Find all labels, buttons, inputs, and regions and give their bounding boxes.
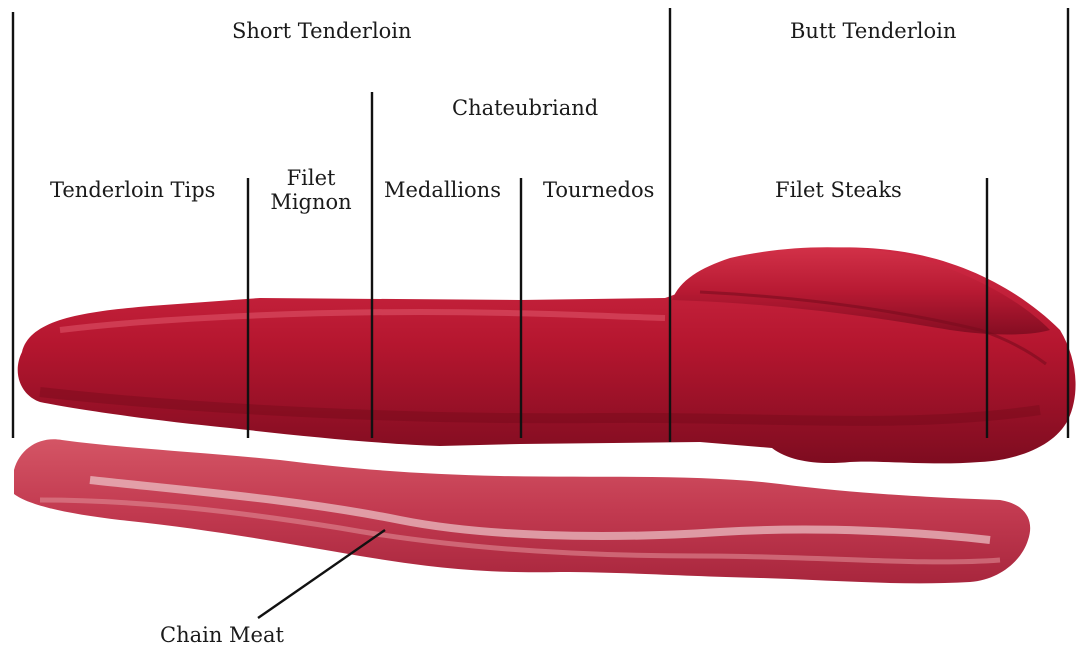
label-butt-tenderloin: Butt Tenderloin [790, 21, 956, 42]
label-filet-mignon-line2: Mignon [264, 190, 358, 214]
label-short-tenderloin: Short Tenderloin [232, 21, 412, 42]
label-tournedos: Tournedos [543, 180, 654, 201]
label-filet-steaks: Filet Steaks [775, 180, 902, 201]
label-filet-mignon-line1: Filet [264, 166, 358, 190]
label-tenderloin-tips: Tenderloin Tips [50, 180, 215, 201]
label-chateubriand: Chateubriand [452, 98, 598, 119]
label-medallions: Medallions [384, 180, 501, 201]
label-chain-meat: Chain Meat [160, 625, 284, 646]
label-filet-mignon: Filet Mignon [264, 166, 358, 214]
